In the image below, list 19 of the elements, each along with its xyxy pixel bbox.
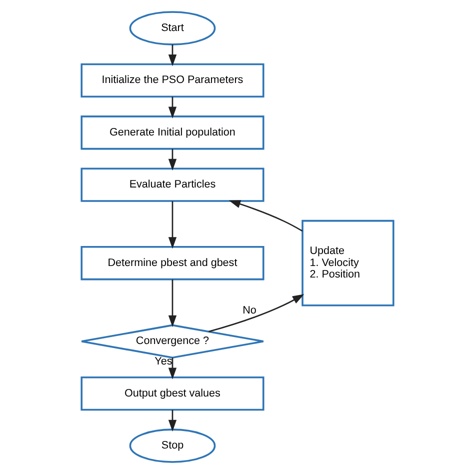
arrow [168,410,176,432]
node-diamond: Convergence ? [80,324,264,358]
node-box: Initialize the PSO Parameters [80,63,264,98]
arrow [228,200,302,232]
node-ellipse: Start [128,11,216,46]
arrow [208,294,304,332]
node-box: Evaluate Particles [80,168,264,202]
arrow [168,44,176,66]
arrow [168,358,176,380]
edge-label: No [242,304,256,316]
node-box: Generate Initial population [80,116,264,150]
node-box: Update 1. Velocity 2. Position [301,220,394,306]
node-ellipse: Stop [128,428,216,463]
arrow [168,201,176,249]
arrow [168,279,176,328]
arrow [168,148,176,171]
arrow [168,96,176,118]
node-box: Output gbest values [80,376,264,411]
node-box: Determine pbest and gbest [80,246,264,280]
